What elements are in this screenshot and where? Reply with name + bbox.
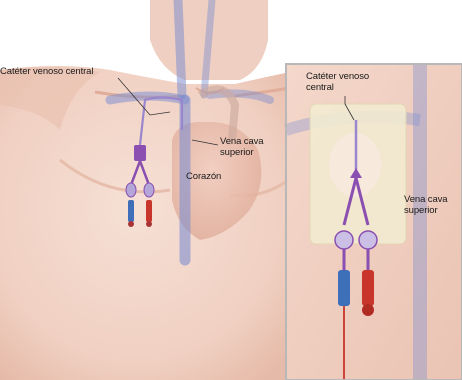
port-blue [128, 200, 134, 222]
jugular-vein [178, 0, 182, 95]
label-vena-cava-inset-2: superior [404, 205, 438, 216]
label-heart: Corazón [186, 171, 221, 182]
label-catheter-inset-2: central [306, 82, 334, 93]
inset-port-blue [338, 270, 350, 306]
label-vena-cava-main-1: Vena cava [220, 136, 263, 147]
label-vena-cava-inset-1: Vena cava [404, 194, 447, 205]
inset-clamp-right [359, 231, 377, 249]
label-catheter-main: Catéter venoso central [0, 66, 93, 77]
inset-cap-red [362, 304, 374, 316]
label-vena-cava-main-2: superior [220, 147, 254, 158]
cap-right [146, 221, 152, 227]
catheter-hub [134, 145, 146, 161]
inset-port-red [362, 270, 374, 306]
inset-clamp-left [335, 231, 353, 249]
label-catheter-inset-1: Catéter venoso [306, 71, 369, 82]
port-red [146, 200, 152, 222]
clamp-left [126, 183, 136, 197]
clamp-right [144, 183, 154, 197]
cap-left [128, 221, 134, 227]
inset-panel [286, 64, 462, 380]
